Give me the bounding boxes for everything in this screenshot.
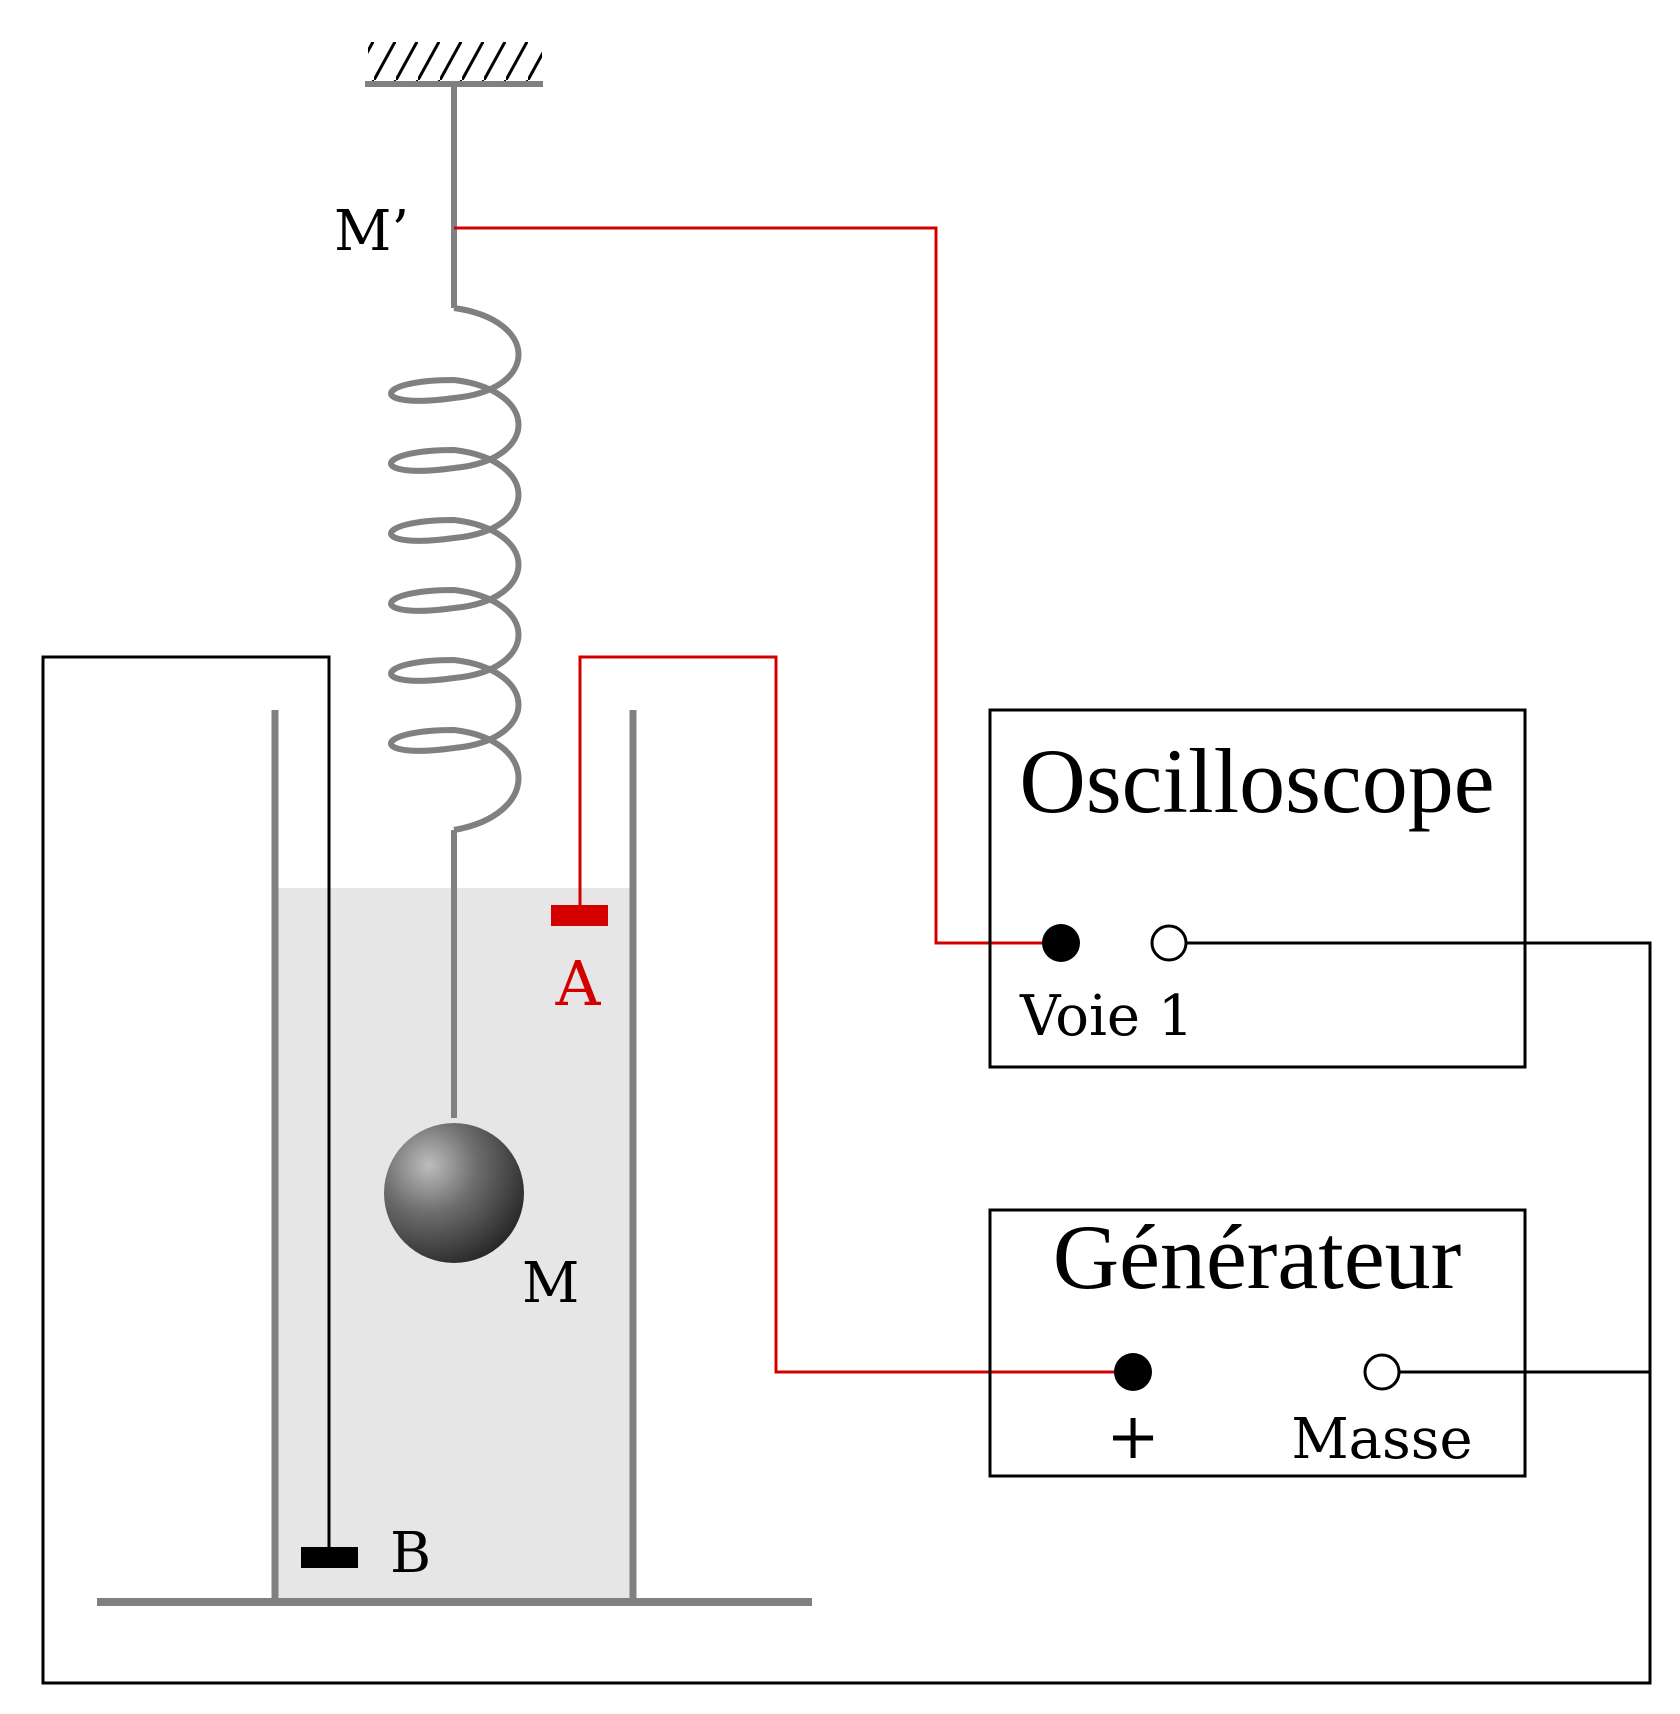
channel-1-label: Voie 1 [1019, 984, 1194, 1049]
ground-wire-loop [41, 655, 1652, 1685]
beaker [271, 710, 637, 1600]
mass-ball [384, 1123, 524, 1263]
electrode-b [301, 1547, 358, 1568]
generator-box [988, 1208, 1527, 1478]
spring [388, 305, 522, 833]
generator-plus-terminal [1114, 1353, 1152, 1391]
channel-1-terminal [1042, 924, 1080, 962]
signal-wire-generator [578, 655, 1133, 1374]
label-m-prime: M’ [334, 199, 409, 264]
label-a: A [555, 947, 602, 1020]
electrode-a [551, 905, 608, 926]
oscilloscope-ground-terminal [1150, 924, 1188, 962]
generator-ground-label: Masse [1291, 1407, 1472, 1472]
signal-wire-oscilloscope [454, 226, 1061, 945]
oscilloscope-title: Oscilloscope [1019, 730, 1494, 832]
label-m: M [522, 1251, 579, 1316]
generator-title: Générateur [1053, 1206, 1462, 1308]
ceiling-support [365, 42, 543, 87]
generator: Générateur + Masse [988, 1206, 1527, 1478]
oscilloscope: Oscilloscope Voie 1 [988, 708, 1527, 1069]
generator-plus-label: + [1106, 1400, 1160, 1474]
oscilloscope-box [988, 708, 1527, 1069]
generator-ground-terminal [1363, 1353, 1401, 1391]
label-b: B [390, 1521, 431, 1586]
